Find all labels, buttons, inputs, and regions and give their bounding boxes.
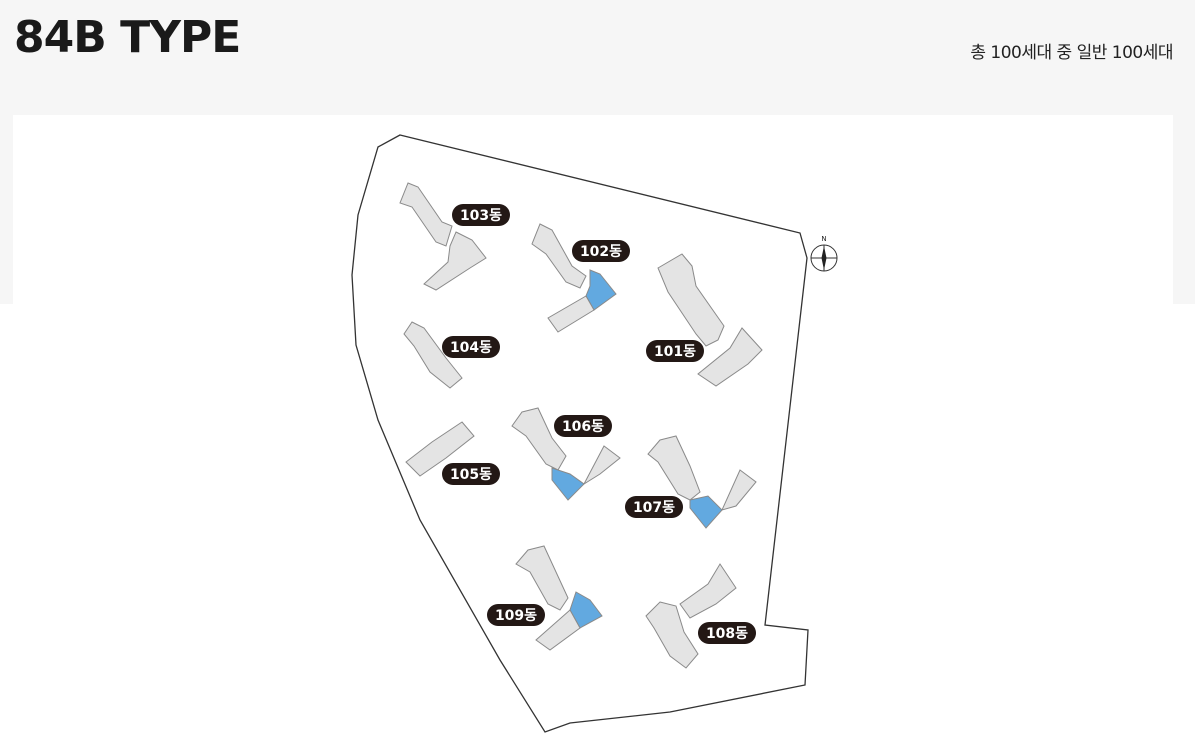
building-label-text-104: 104동	[450, 340, 492, 356]
building-label-106: 106동	[554, 415, 612, 437]
building-103[interactable]	[399, 182, 487, 291]
building-109[interactable]	[515, 545, 603, 651]
building-label-text-108: 108동	[706, 626, 748, 642]
building-105[interactable]	[405, 421, 475, 477]
building-label-text-101: 101동	[654, 344, 696, 360]
building-label-105: 105동	[442, 463, 500, 485]
building-101[interactable]	[657, 253, 763, 387]
building-label-text-105: 105동	[450, 467, 492, 483]
building-label-text-106: 106동	[562, 419, 604, 435]
building-label-103: 103동	[452, 204, 510, 226]
page-title: 84B TYPE	[14, 12, 241, 63]
building-107[interactable]	[647, 435, 757, 529]
building-label-text-103: 103동	[460, 208, 502, 224]
building-label-text-109: 109동	[495, 608, 537, 624]
building-102[interactable]	[531, 223, 617, 333]
building-label-107: 107동	[625, 496, 683, 518]
building-104[interactable]	[403, 321, 463, 389]
building-label-109: 109동	[487, 604, 545, 626]
building-106[interactable]	[511, 407, 621, 501]
unit-summary: 총 100세대 중 일반 100세대	[970, 43, 1173, 63]
building-label-101: 101동	[646, 340, 704, 362]
building-108[interactable]	[645, 563, 737, 669]
north-compass-icon: N	[810, 235, 838, 272]
building-label-108: 108동	[698, 622, 756, 644]
building-label-104: 104동	[442, 336, 500, 358]
compass-north-label: N	[821, 235, 826, 243]
building-label-102: 102동	[572, 240, 630, 262]
building-label-text-107: 107동	[633, 500, 675, 516]
building-label-text-102: 102동	[580, 244, 622, 260]
